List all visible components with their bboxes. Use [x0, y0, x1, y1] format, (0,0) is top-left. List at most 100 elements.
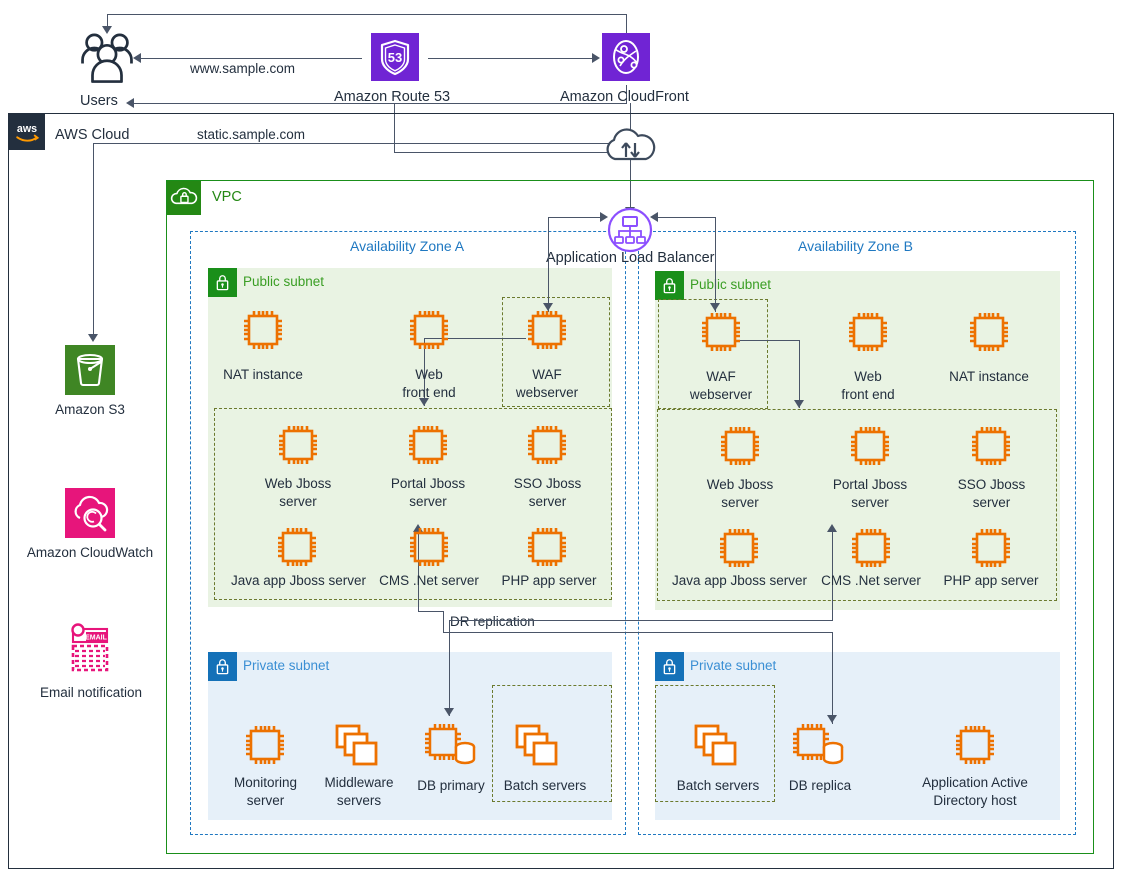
instance-label: Web front end: [402, 367, 456, 401]
instance-label: Portal Jboss server: [390, 476, 466, 510]
connector-dr-to-db-replica: [832, 632, 834, 724]
connector-static-sample-line: [93, 143, 613, 145]
s3-bucket-icon: [65, 345, 115, 395]
lock-icon: [655, 652, 684, 681]
ec2-instance-icon: [274, 524, 320, 570]
waf-group-a: [502, 297, 610, 407]
ec2-instance-icon: [524, 307, 570, 353]
ec2-instance-icon: [952, 722, 998, 768]
instance-label: WAF webserver: [515, 367, 579, 401]
lock-icon: [655, 271, 684, 300]
waf-group-b: [658, 299, 768, 409]
aws-cloud-label: AWS Cloud: [55, 127, 130, 143]
cloudwatch-icon: [65, 488, 115, 538]
arrow-alb-right: [650, 212, 658, 222]
instance-label: Batch servers: [503, 778, 587, 793]
connector-to-s3-vertical: [93, 143, 95, 339]
arrow-into-db-replica: [827, 715, 837, 723]
connector-route53-to-cloudfront: [428, 58, 594, 60]
ec2-instance-icon: [966, 309, 1012, 355]
arrow-up-into-cms-a: [413, 524, 423, 532]
instance-label: Application Active Directory host: [922, 775, 1028, 809]
connector-waf-a-down: [424, 338, 426, 406]
ec2-instances-stack-icon: [692, 722, 742, 770]
svg-text:EMAIL: EMAIL: [85, 635, 108, 642]
aws-cloud-boundary: [8, 113, 1114, 869]
connector-dr-from-app-a: [443, 611, 445, 632]
ec2-instance-icon: [845, 309, 891, 355]
connector-dr-replication-h: [443, 632, 832, 634]
instance-label: Web Jboss server: [264, 476, 332, 510]
lock-icon: [208, 268, 237, 297]
svg-text:aws: aws: [17, 123, 37, 135]
cloudfront-label: Amazon CloudFront: [560, 89, 689, 105]
arrow-alb-left: [600, 212, 608, 222]
instance-label: DB primary: [417, 778, 485, 793]
arrow-into-db-primary: [444, 708, 454, 716]
instance-label: SSO Jboss server: [957, 477, 1026, 511]
ec2-instance-icon: [242, 722, 288, 768]
arrow-into-s3: [88, 334, 98, 342]
amazon-s3-label: Amazon S3: [55, 402, 125, 417]
batch-group-a: [492, 685, 612, 802]
cloudfront-icon: [602, 33, 650, 81]
ec2-instances-stack-icon: [333, 722, 383, 770]
ec2-instance-icon: [524, 524, 570, 570]
private-subnet-b-label: Private subnet: [690, 658, 777, 673]
ec2-instance-icon: [240, 307, 286, 353]
arrow-users-static: [126, 98, 134, 108]
ec2-instance-icon: [716, 525, 762, 571]
connector-static-to-users: [133, 103, 627, 105]
instance-label: Monitoring server: [233, 775, 298, 809]
arrow-into-users: [102, 26, 112, 34]
instance-label: CMS .Net server: [379, 573, 479, 588]
instance-label: PHP app server: [501, 573, 597, 588]
instance-label: Middleware servers: [324, 775, 394, 809]
connector-alb-right-in: [656, 217, 716, 219]
connector-waf-b-out: [738, 340, 800, 342]
route-53-icon: 53: [371, 33, 419, 81]
ec2-instance-icon: [847, 423, 893, 469]
instance-label: NAT instance: [949, 369, 1029, 384]
users-label: Users: [80, 93, 118, 109]
ec2-instance-icon: [405, 422, 451, 468]
ec2-database-icon: [791, 722, 847, 770]
instance-label: CMS .Net server: [821, 573, 921, 588]
arrow-up-into-cms-b: [827, 524, 837, 532]
route-53-label: Amazon Route 53: [334, 89, 451, 105]
aws-logo: aws: [9, 114, 45, 150]
email-notification-label: Email notification: [39, 685, 143, 700]
ec2-instance-icon: [968, 525, 1014, 571]
connector-app-b-down-seg: [832, 611, 834, 620]
instance-label: Java app Jboss server: [671, 573, 808, 588]
ec2-instances-stack-icon: [513, 722, 563, 770]
edge-label-static: static.sample.com: [194, 127, 309, 142]
dr-replication-label: DR replication: [447, 614, 538, 629]
vpc-boundary: [166, 180, 1094, 854]
instance-label: DB replica: [788, 778, 852, 793]
arrow-waf-b-to-app: [794, 400, 804, 408]
app-tier-group-b: [657, 409, 1057, 601]
ec2-instance-icon: [406, 307, 452, 353]
ec2-instance-icon: [717, 423, 763, 469]
ec2-instance-icon: [406, 524, 452, 570]
connector-waf-b-down: [799, 340, 801, 408]
connector-route53-to-users: [140, 58, 362, 60]
batch-group-b: [655, 685, 775, 802]
instance-label: NAT instance: [223, 367, 303, 382]
availability-zone-a-boundary: [190, 231, 626, 835]
application-load-balancer-label: Application Load Balancer: [546, 250, 715, 266]
connector-db-primary-h: [449, 620, 833, 622]
connector-dr-corner-a: [418, 611, 443, 613]
availability-zone-b-label: Availability Zone B: [798, 238, 913, 254]
ec2-instance-icon: [698, 309, 744, 355]
arrow-into-waf-b: [710, 303, 720, 311]
ec2-instance-icon: [968, 423, 1014, 469]
lock-icon: [208, 652, 237, 681]
instance-label: Batch servers: [676, 778, 760, 793]
connector-route53-to-igw: [394, 152, 612, 154]
public-subnet-a-label: Public subnet: [243, 274, 325, 289]
connector-cloudfront-to-users-top: [107, 14, 627, 16]
connector-db-primary-link: [449, 620, 451, 716]
connector-cloudfront-to-alb: [630, 103, 632, 218]
